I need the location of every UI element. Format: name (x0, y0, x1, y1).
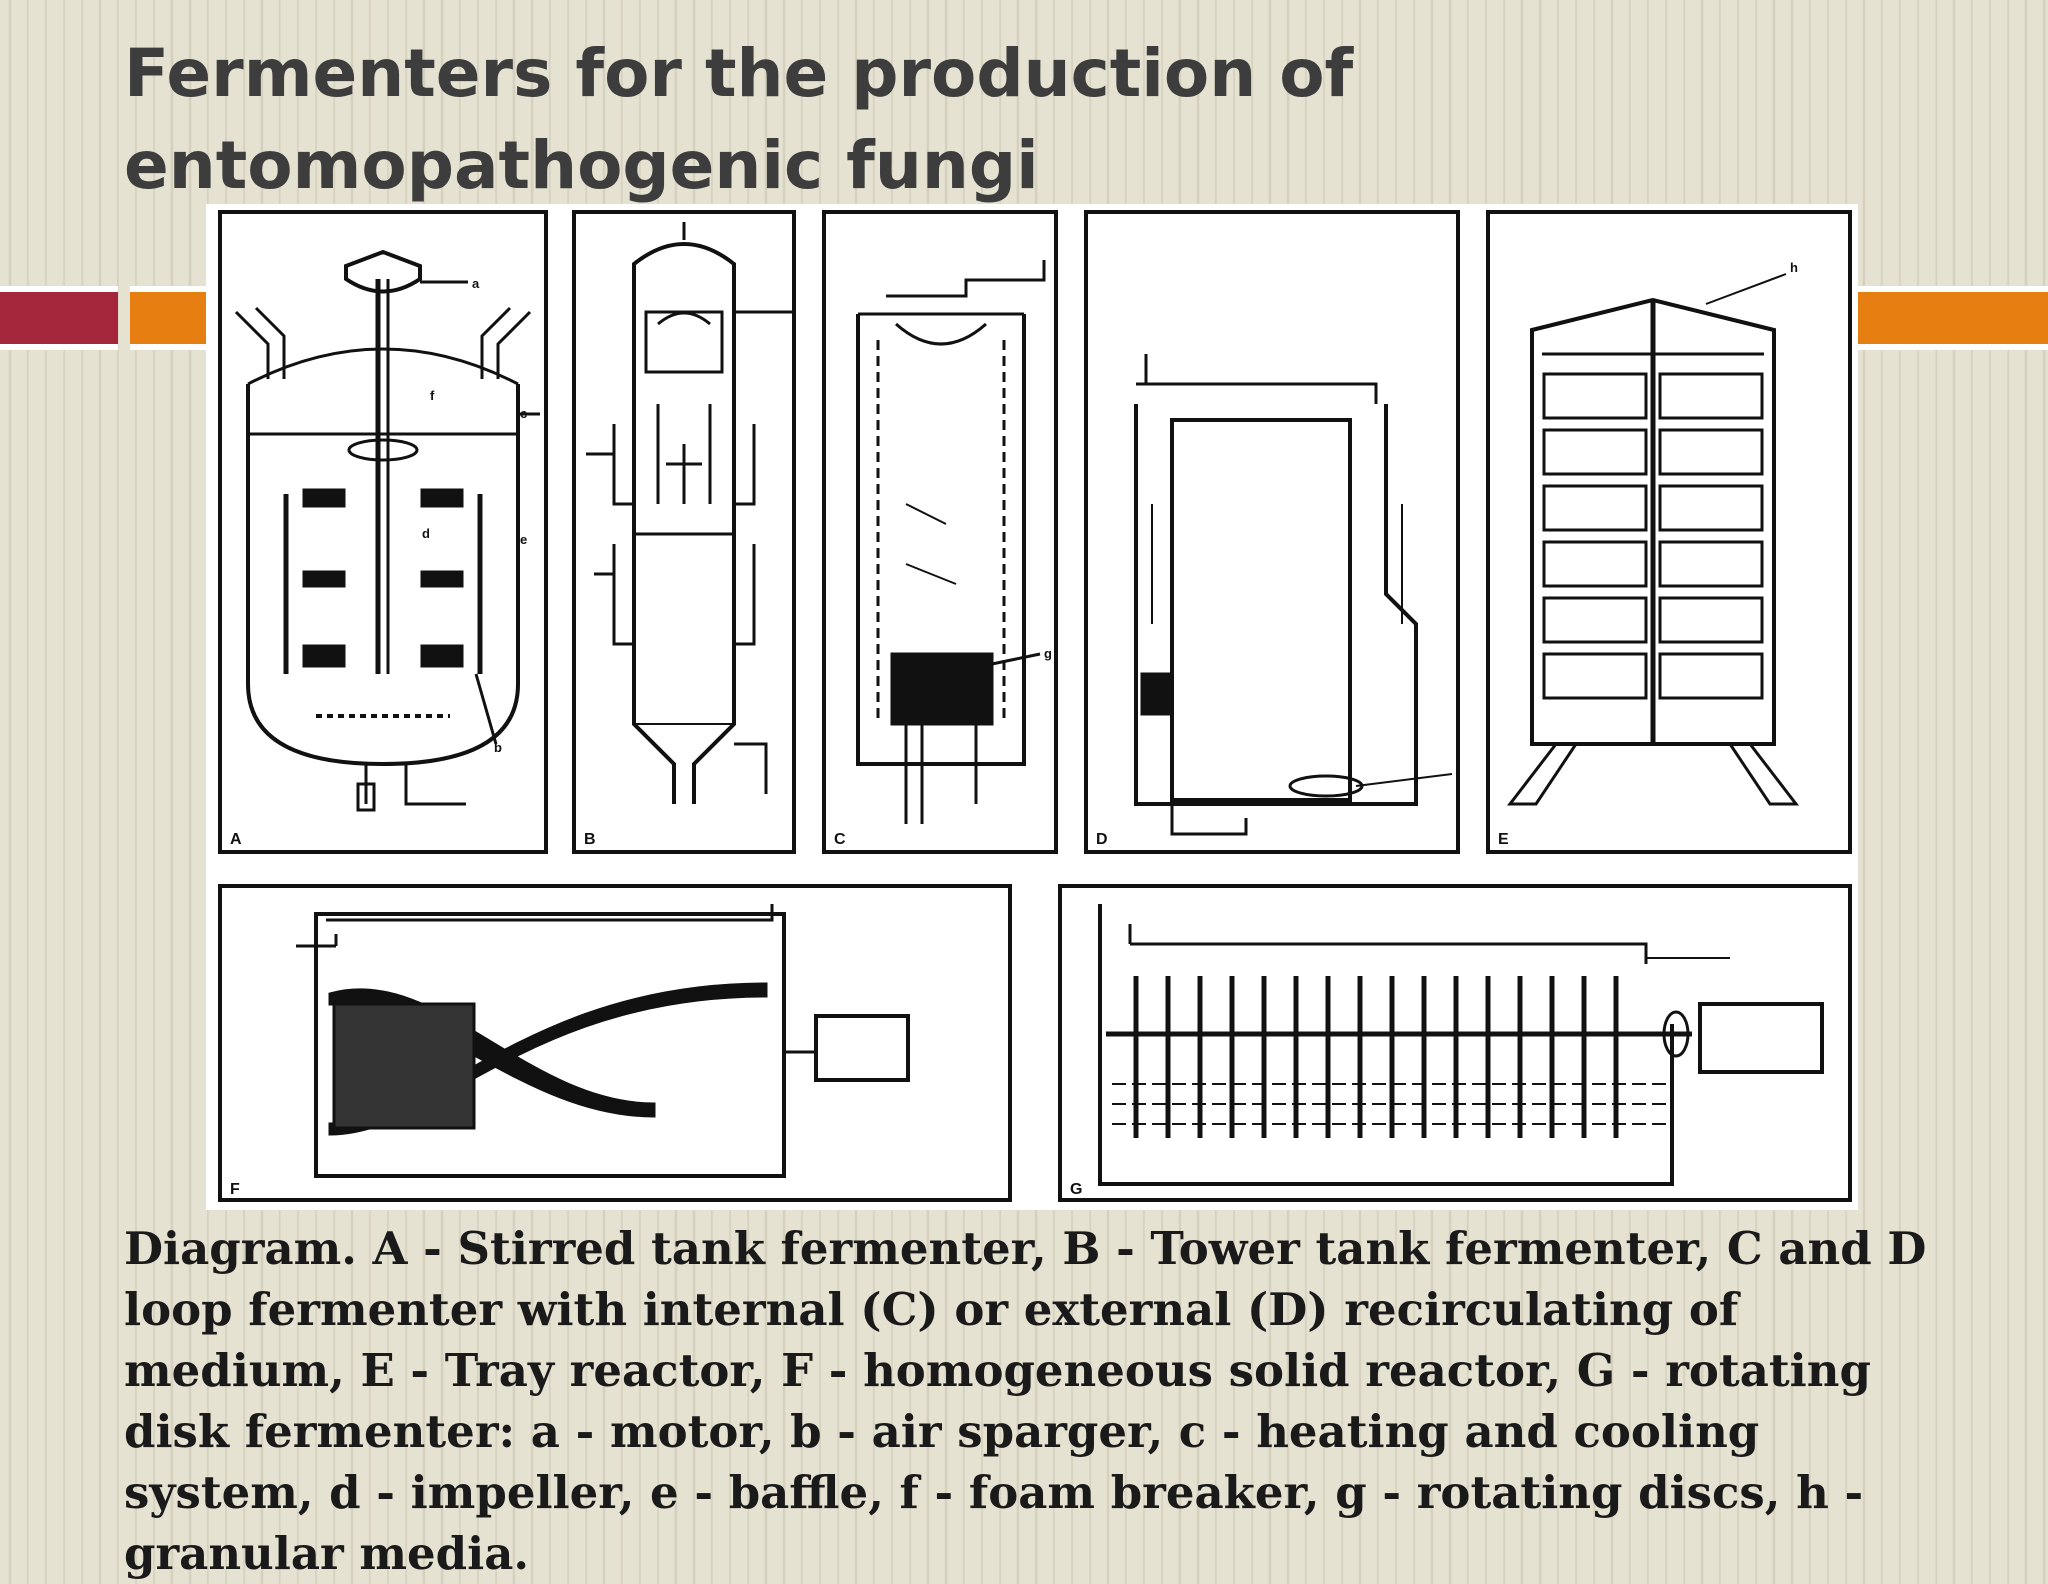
callout-f-panel-a: f (430, 388, 435, 403)
diagram-caption: Diagram. A - Stirred tank fermenter, B -… (124, 1222, 1927, 1580)
panel-label-f: F (230, 1181, 240, 1198)
panel-b-tower-tank (572, 210, 796, 854)
panel-label-e: E (1498, 831, 1509, 848)
panel-label-c: C (834, 831, 846, 848)
rotating-discs (1133, 976, 1619, 1138)
panel-f-solid-reactor (218, 884, 1012, 1202)
panel-e-tray-reactor (1486, 210, 1852, 854)
callout-g-panel-c: g (1044, 646, 1052, 661)
callout-c-panel-a: c (520, 406, 527, 421)
panel-d-external-loop (1084, 210, 1460, 854)
fermenter-diagram-svg: A B C D E F G a b c d e f g h (218, 210, 1852, 1202)
panel-label-d: D (1096, 831, 1108, 848)
panel-a-stirred-tank (218, 210, 548, 854)
panel-c-internal-loop (822, 210, 1058, 854)
slide-title: Fermenters for the production of entomop… (124, 35, 1354, 204)
callout-e-panel-a: e (520, 532, 527, 547)
accent-bar-red (0, 286, 118, 350)
accent-bar-orange-right (1858, 286, 2048, 350)
fermenter-diagram-figure: A B C D E F G a b c d e f g h (206, 204, 1858, 1210)
callout-a-panel-a: a (472, 276, 480, 291)
panel-g-rotating-disk (1058, 884, 1852, 1202)
accent-bar-orange-left (130, 286, 210, 350)
callout-h-panel-e: h (1790, 260, 1798, 275)
callout-b-panel-a: b (494, 740, 502, 755)
callout-d-panel-a: d (422, 526, 430, 541)
panel-label-b: B (584, 831, 596, 848)
panel-label-g: G (1070, 1181, 1082, 1198)
panel-label-a: A (230, 831, 242, 848)
